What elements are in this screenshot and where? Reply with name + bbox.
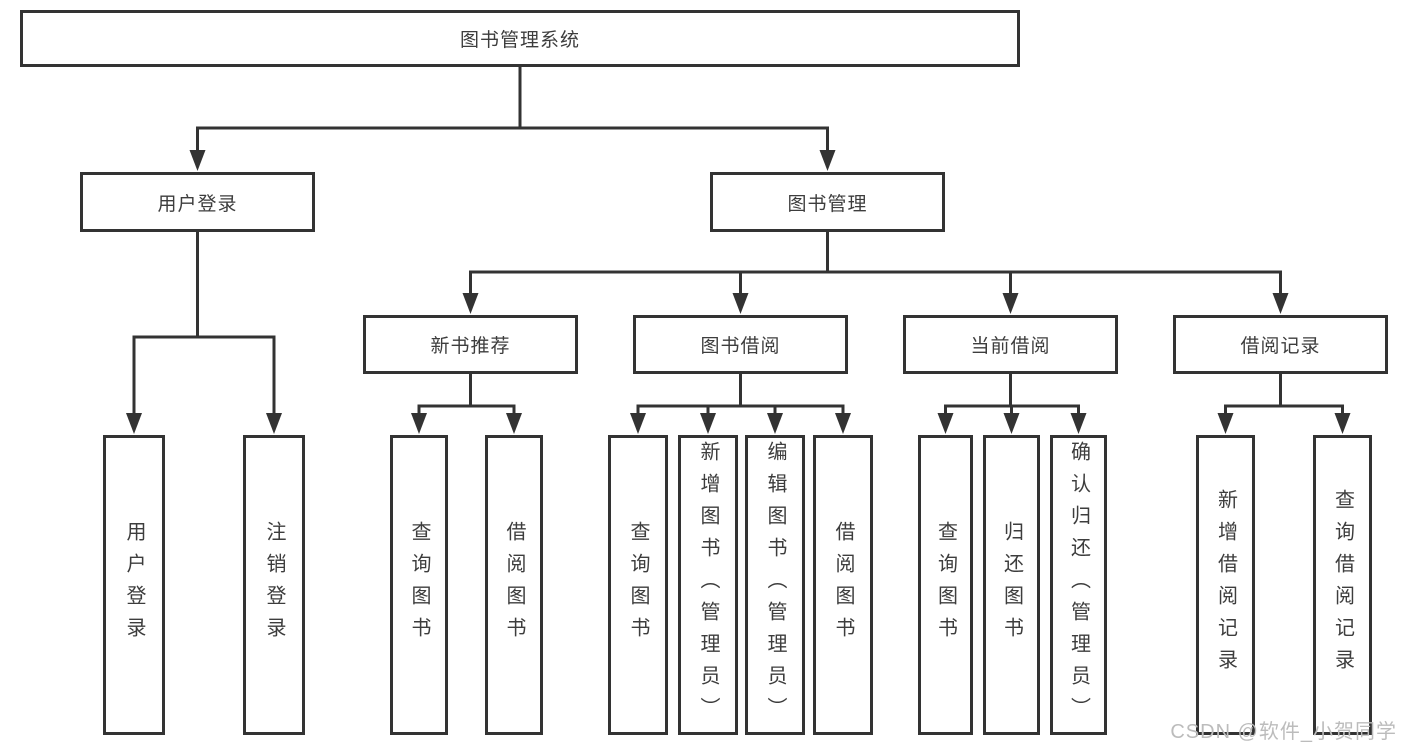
arrowheads — [126, 150, 1351, 434]
connector-paths — [132, 67, 1344, 417]
node-new-book-recommend: 新书推荐 — [363, 315, 578, 374]
node-root: 图书管理系统 — [20, 10, 1020, 67]
node-current-borrow: 当前借阅 — [903, 315, 1118, 374]
node-book-borrow-label: 图书借阅 — [700, 336, 781, 357]
arrowhead-down-icon — [1334, 413, 1351, 434]
arrowhead-down-icon — [506, 413, 522, 434]
leaf-borrow-books-recommend-label: 借阅图书 — [503, 521, 525, 649]
leaf-logout-label: 注销登录 — [263, 521, 285, 649]
leaf-user-login: 用户登录 — [103, 435, 165, 735]
node-book-management-label: 图书管理 — [787, 193, 868, 215]
arrowhead-down-icon — [1217, 413, 1234, 434]
node-current-borrow-label: 当前借阅 — [970, 336, 1051, 357]
leaf-borrow-books-recommend: 借阅图书 — [485, 435, 543, 735]
arrowhead-down-icon — [1070, 413, 1087, 434]
leaf-query-books-borrow: 查询图书 — [608, 435, 668, 735]
leaf-query-books-borrow-label: 查询图书 — [627, 521, 649, 649]
leaf-add-books-admin-label: 新增图书（管理员） — [697, 441, 719, 729]
arrowhead-down-icon — [126, 413, 142, 434]
node-borrow-records-label: 借阅记录 — [1240, 336, 1321, 357]
arrowhead-down-icon — [1002, 293, 1019, 314]
leaf-query-borrow-record-label: 查询借阅记录 — [1331, 489, 1354, 681]
leaf-logout: 注销登录 — [243, 435, 305, 735]
leaf-query-books-recommend-label: 查询图书 — [408, 521, 430, 649]
leaf-query-books-current: 查询图书 — [918, 435, 973, 735]
arrowhead-down-icon — [266, 413, 282, 434]
arrowhead-down-icon — [1272, 293, 1289, 314]
leaf-add-books-admin: 新增图书（管理员） — [678, 435, 738, 735]
leaf-query-borrow-record: 查询借阅记录 — [1313, 435, 1372, 735]
connector-path — [636, 374, 845, 417]
leaf-user-login-label: 用户登录 — [123, 521, 145, 649]
arrowhead-down-icon — [767, 413, 783, 434]
node-new-book-recommend-label: 新书推荐 — [430, 336, 511, 357]
arrowhead-down-icon — [700, 413, 716, 434]
arrowhead-down-icon — [1003, 413, 1020, 434]
watermark: CSDN @软件_小贺同学 — [1170, 721, 1397, 743]
arrowhead-down-icon — [937, 413, 954, 434]
node-user-login-label: 用户登录 — [157, 193, 238, 215]
node-book-borrow: 图书借阅 — [633, 315, 848, 374]
arrowhead-down-icon — [189, 150, 206, 171]
arrowhead-down-icon — [819, 150, 836, 171]
leaf-edit-books-admin: 编辑图书（管理员） — [745, 435, 805, 735]
arrowhead-down-icon — [732, 293, 749, 314]
leaf-confirm-return-admin: 确认归还（管理员） — [1050, 435, 1107, 735]
connector-path — [132, 232, 276, 417]
node-book-management: 图书管理 — [710, 172, 945, 232]
leaf-borrow-books: 借阅图书 — [813, 435, 873, 735]
leaf-edit-books-admin-label: 编辑图书（管理员） — [764, 441, 786, 729]
leaf-query-books-current-label: 查询图书 — [934, 521, 957, 649]
node-root-label: 图书管理系统 — [459, 30, 580, 51]
connector-path — [417, 374, 516, 417]
leaf-return-books: 归还图书 — [983, 435, 1040, 735]
arrowhead-down-icon — [835, 413, 851, 434]
leaf-return-books-label: 归还图书 — [1000, 521, 1023, 649]
leaf-add-borrow-record: 新增借阅记录 — [1196, 435, 1255, 735]
leaf-confirm-return-admin-label: 确认归还（管理员） — [1067, 441, 1090, 729]
connector-path — [1224, 374, 1344, 417]
connector-path — [469, 232, 1282, 298]
leaf-borrow-books-label: 借阅图书 — [832, 521, 854, 649]
node-borrow-records: 借阅记录 — [1173, 315, 1388, 374]
connector-path — [196, 67, 829, 156]
connector-path — [944, 374, 1080, 417]
leaf-add-borrow-record-label: 新增借阅记录 — [1214, 489, 1237, 681]
arrowhead-down-icon — [630, 413, 646, 434]
arrowhead-down-icon — [462, 293, 479, 314]
node-user-login: 用户登录 — [80, 172, 315, 232]
leaf-query-books-recommend: 查询图书 — [390, 435, 448, 735]
arrowhead-down-icon — [411, 413, 427, 434]
